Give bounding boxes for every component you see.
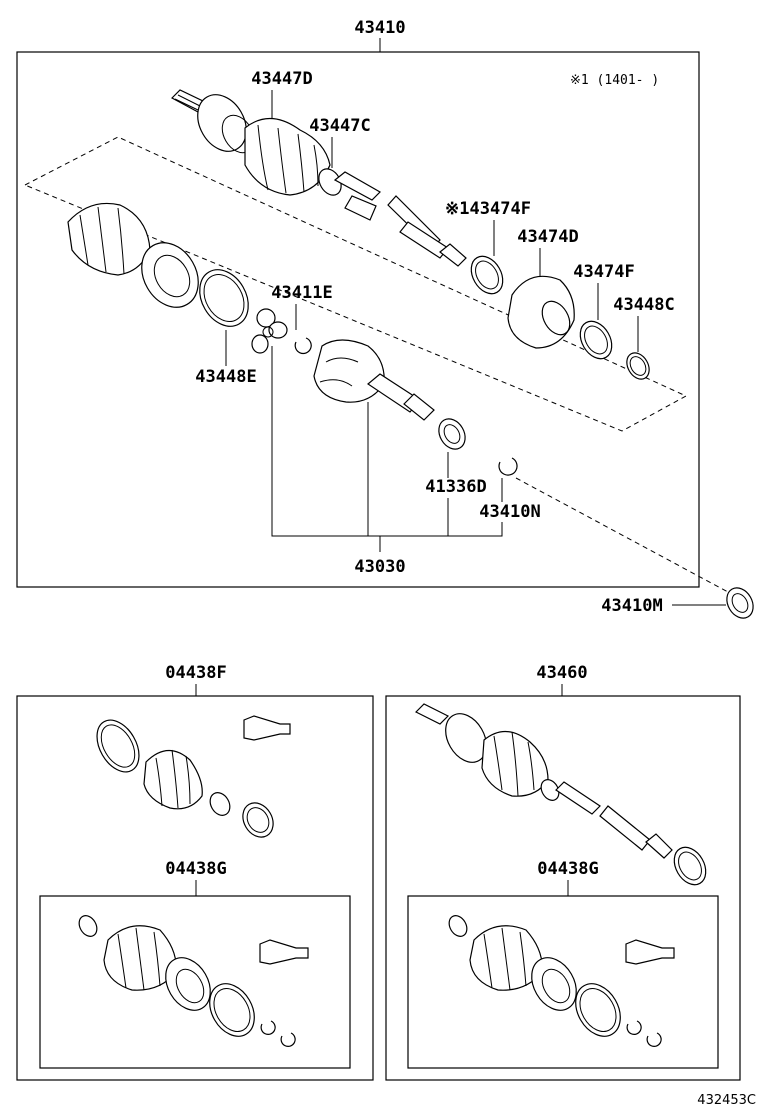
kit-g-left-clamp-small[interactable] bbox=[76, 912, 101, 939]
snap-ring-small[interactable] bbox=[294, 337, 312, 355]
clamp-43448E[interactable] bbox=[190, 261, 258, 335]
label-43410[interactable]: 43410 bbox=[354, 18, 405, 38]
kit-g-right-grease-tube[interactable] bbox=[625, 939, 675, 965]
label-43447C[interactable]: 43447C bbox=[309, 116, 370, 136]
kit-g-right-large-clamp[interactable] bbox=[567, 976, 630, 1044]
clamp-43474F-a[interactable] bbox=[465, 251, 509, 300]
kit-g-left-boot[interactable] bbox=[103, 925, 177, 991]
kit-04438G-left-frame bbox=[39, 895, 351, 1069]
diagram-reference-code: 432453C bbox=[697, 1093, 756, 1108]
label-04438G-left[interactable]: 04438G bbox=[165, 859, 226, 879]
kit-g-right-clamp-small[interactable] bbox=[446, 912, 471, 939]
label-43447D[interactable]: 43447D bbox=[251, 69, 312, 89]
kit-r-drive-shaft[interactable] bbox=[414, 703, 673, 859]
kit-04438F-frame bbox=[16, 695, 374, 1081]
kit-g-left-grease-tube[interactable] bbox=[259, 939, 309, 965]
kit-f-clamp-b[interactable] bbox=[237, 797, 279, 842]
outer-boot-kit[interactable] bbox=[67, 202, 210, 317]
kit-g-right-boot[interactable] bbox=[469, 925, 543, 991]
kit-04438G-right-frame bbox=[407, 895, 719, 1069]
label-43474F-b[interactable]: 43474F bbox=[573, 262, 634, 282]
label-43474D[interactable]: 43474D bbox=[517, 227, 578, 247]
snap-ring-43410N[interactable] bbox=[498, 457, 518, 476]
label-43448E[interactable]: 43448E bbox=[195, 367, 256, 387]
kit-g-left-snap-rings[interactable] bbox=[260, 1020, 296, 1047]
kit-f-boot[interactable] bbox=[143, 749, 203, 810]
clamp-43448C[interactable] bbox=[622, 349, 653, 383]
assembly-frame bbox=[16, 51, 700, 588]
kit-f-small-clamp[interactable] bbox=[206, 789, 234, 819]
kit-g-right-housing[interactable] bbox=[523, 950, 586, 1018]
assembly-43410: 43410 ※1 (1401- ) bbox=[16, 18, 759, 623]
kit-04438F: 04438F 04438G bbox=[16, 663, 374, 1081]
kit-g-right-snap-rings[interactable] bbox=[626, 1020, 662, 1047]
inner-joint-43030[interactable] bbox=[313, 339, 435, 421]
seal-41336D[interactable] bbox=[434, 414, 471, 454]
note-applicability: ※1 (1401- ) bbox=[570, 73, 659, 88]
drive-shaft[interactable] bbox=[171, 86, 467, 267]
kit-g-left-housing[interactable] bbox=[157, 950, 220, 1018]
label-04438F[interactable]: 04438F bbox=[165, 663, 226, 683]
label-43474F-a[interactable]: ※143474F bbox=[445, 199, 531, 219]
tripod-43411E[interactable] bbox=[251, 308, 288, 354]
kit-r-clamp[interactable] bbox=[668, 842, 712, 891]
label-43030[interactable]: 43030 bbox=[354, 557, 405, 577]
label-43410M[interactable]: 43410M bbox=[601, 596, 662, 616]
label-43460[interactable]: 43460 bbox=[536, 663, 587, 683]
inboard-boot-kit-outline bbox=[23, 136, 688, 432]
kit-f-large-clamp[interactable] bbox=[88, 713, 147, 779]
kit-g-left-large-clamp[interactable] bbox=[201, 976, 264, 1044]
label-43410N[interactable]: 43410N bbox=[479, 502, 540, 522]
label-43448C[interactable]: 43448C bbox=[613, 295, 674, 315]
label-41336D[interactable]: 41336D bbox=[425, 477, 486, 497]
label-43411E[interactable]: 43411E bbox=[271, 283, 332, 303]
kit-43460: 43460 04438G bbox=[385, 663, 741, 1081]
kit-f-grease-tube[interactable] bbox=[243, 715, 291, 741]
label-04438G-right[interactable]: 04438G bbox=[537, 859, 598, 879]
inner-boot-43474D[interactable] bbox=[507, 275, 575, 349]
clamp-43474F-b[interactable] bbox=[574, 316, 618, 365]
bearing-43410M[interactable] bbox=[722, 583, 759, 623]
kit-43460-frame bbox=[385, 695, 741, 1081]
